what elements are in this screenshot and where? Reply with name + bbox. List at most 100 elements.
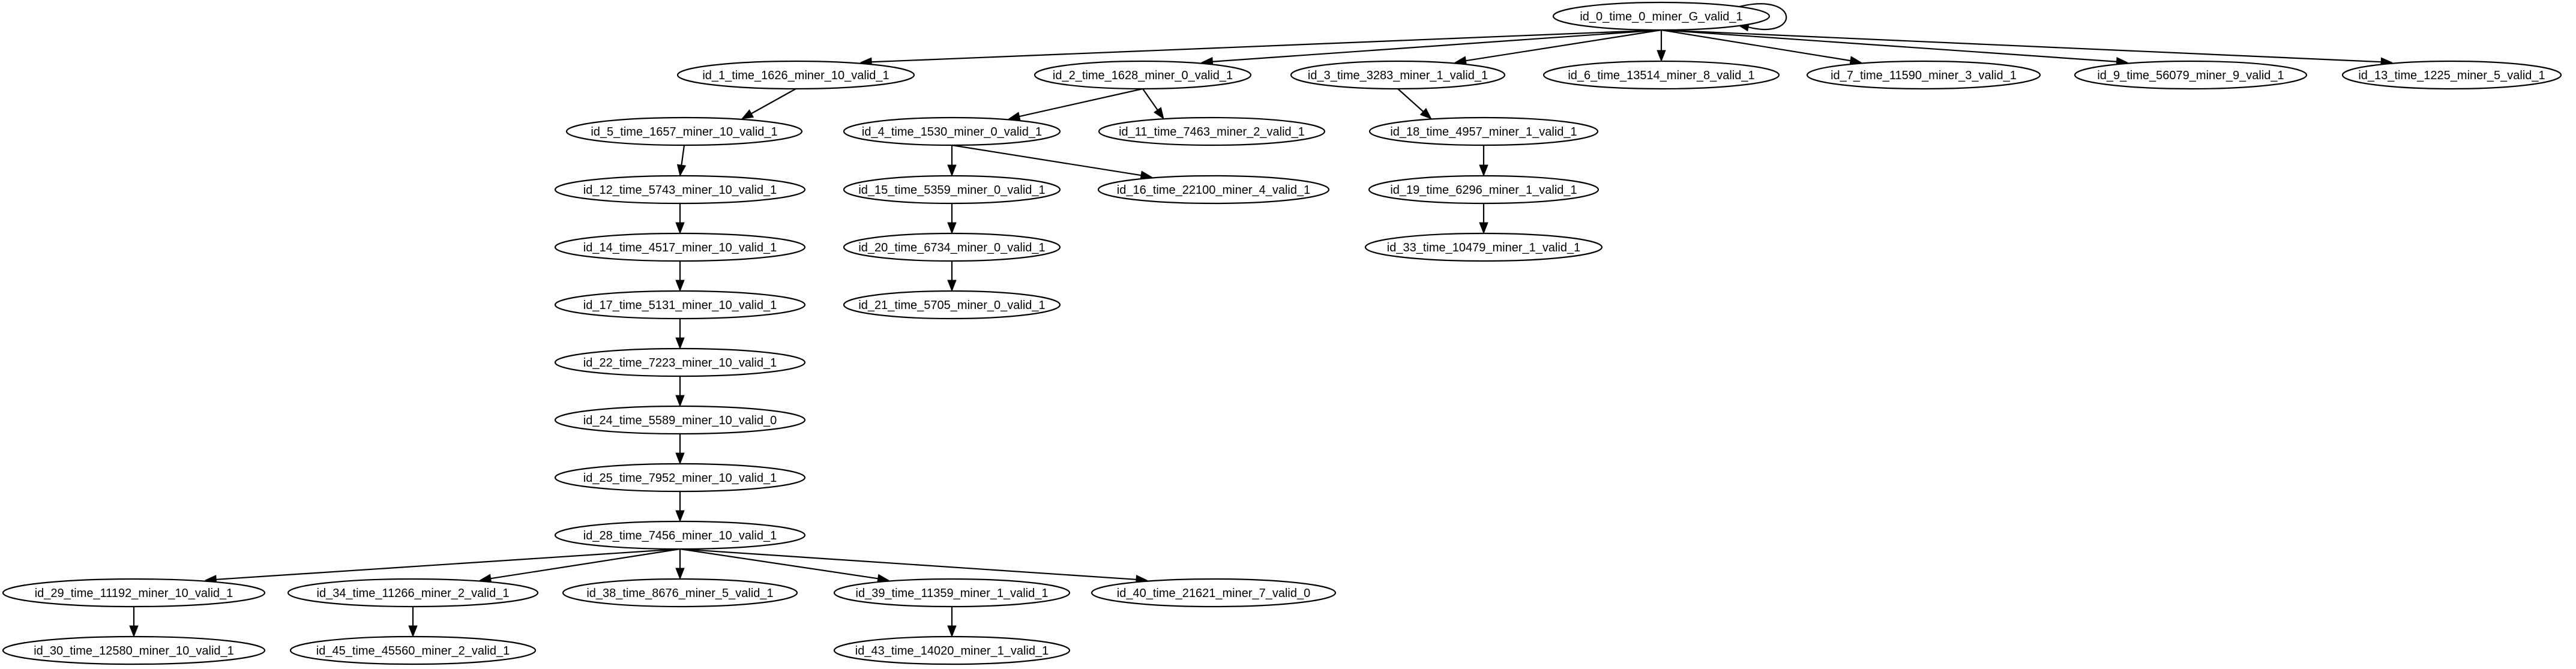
edge-n2-n11	[1142, 88, 1164, 120]
node-ellipse	[1091, 578, 1337, 608]
arrowhead	[1479, 164, 1488, 177]
arrowhead	[408, 625, 418, 638]
arrowhead	[1479, 222, 1488, 235]
node-ellipse	[843, 290, 1061, 320]
arrowhead	[947, 625, 957, 638]
arrowhead	[675, 222, 685, 235]
node-ellipse	[1364, 232, 1603, 262]
node-label: id_18_time_4957_miner_1_valid_1	[1390, 125, 1577, 139]
edge-n28-n40	[679, 548, 1148, 584]
arrowhead	[675, 337, 685, 350]
node-label: id_11_time_7463_miner_2_valid_1	[1119, 125, 1305, 139]
edge-line	[1661, 29, 2382, 63]
node-ellipse	[2, 578, 266, 608]
node-ellipse	[562, 578, 798, 608]
node-n2: id_2_time_1628_miner_0_valid_1	[1034, 60, 1252, 90]
node-n9: id_9_time_56079_miner_9_valid_1	[2074, 60, 2308, 90]
node-label: id_21_time_5705_miner_0_valid_1	[858, 299, 1045, 312]
edge-n4-n15	[947, 145, 957, 177]
node-label: id_13_time_1225_miner_5_valid_1	[2358, 69, 2545, 82]
edge-line	[679, 548, 878, 580]
edge-n19-n33	[1479, 203, 1488, 235]
node-n15: id_15_time_5359_miner_0_valid_1	[843, 175, 1061, 205]
edge-n34-n45	[408, 607, 418, 638]
node-label: id_40_time_21621_miner_7_valid_0	[1117, 587, 1310, 600]
node-label: id_3_time_3283_miner_1_valid_1	[1308, 69, 1488, 82]
node-ellipse	[554, 232, 806, 262]
node-label: id_38_time_8676_miner_5_valid_1	[586, 587, 773, 600]
node-label: id_17_time_5131_miner_10_valid_1	[583, 299, 777, 312]
node-label: id_20_time_6734_miner_0_valid_1	[858, 241, 1045, 254]
edge-line	[1212, 29, 1662, 62]
node-n30: id_30_time_12580_miner_10_valid_1	[2, 635, 266, 665]
arrowhead	[1419, 107, 1432, 119]
edge-line	[1397, 88, 1424, 112]
node-n12: id_12_time_5743_miner_10_valid_1	[554, 175, 806, 205]
node-n7: id_7_time_11590_miner_3_valid_1	[1806, 60, 2041, 90]
node-n39: id_39_time_11359_miner_1_valid_1	[833, 578, 1071, 608]
node-n19: id_19_time_6296_miner_1_valid_1	[1368, 175, 1599, 205]
node-ellipse	[1552, 1, 1771, 31]
edge-line	[490, 548, 681, 580]
node-label: id_14_time_4517_miner_10_valid_1	[583, 241, 777, 254]
arrowhead	[741, 109, 754, 119]
edge-line	[1661, 29, 2117, 62]
edge-n28-n39	[679, 548, 889, 583]
node-label: id_15_time_5359_miner_0_valid_1	[858, 184, 1045, 197]
edge-n12-n14	[675, 203, 685, 235]
node-n22: id_22_time_7223_miner_10_valid_1	[554, 347, 806, 377]
node-ellipse	[1368, 175, 1599, 205]
node-ellipse	[1290, 60, 1506, 90]
edge-line	[216, 548, 681, 580]
arrowhead	[675, 510, 685, 523]
edge-line	[951, 144, 1142, 176]
node-n0: id_0_time_0_miner_G_valid_1	[1552, 1, 1771, 31]
node-ellipse	[843, 116, 1061, 146]
node-ellipse	[2074, 60, 2308, 90]
node-n13: id_13_time_1225_miner_5_valid_1	[2341, 60, 2562, 90]
node-label: id_45_time_45560_miner_2_valid_1	[316, 644, 510, 658]
edge-n28-n38	[675, 549, 685, 580]
node-n29: id_29_time_11192_miner_10_valid_1	[2, 578, 266, 608]
edge-line	[1142, 88, 1158, 110]
node-ellipse	[554, 520, 806, 550]
edge-n0-n1	[859, 29, 1662, 67]
edge-n2-n4	[1008, 88, 1143, 121]
node-label: id_4_time_1530_miner_0_valid_1	[862, 125, 1042, 139]
edge-line	[1019, 88, 1143, 118]
arrowhead	[947, 164, 957, 177]
node-ellipse	[1097, 175, 1330, 205]
edge-n5-n12	[676, 145, 687, 177]
edge-n4-n16	[951, 144, 1153, 180]
node-ellipse	[2341, 60, 2562, 90]
node-label: id_33_time_10479_miner_1_valid_1	[1387, 241, 1580, 254]
edge-n28-n34	[479, 548, 681, 583]
edge-n24-n25	[675, 434, 685, 465]
edge-line	[679, 548, 1137, 580]
edge-n0-n2	[1200, 29, 1662, 67]
node-label: id_7_time_11590_miner_3_valid_1	[1831, 69, 2017, 82]
node-label: id_39_time_11359_miner_1_valid_1	[856, 587, 1049, 600]
node-n24: id_24_time_5589_miner_10_valid_0	[554, 405, 806, 435]
edge-n39-n43	[947, 607, 957, 638]
edge-n14-n17	[675, 261, 685, 292]
arrowhead	[129, 625, 139, 638]
edge-line	[751, 88, 796, 115]
node-n1: id_1_time_1626_miner_10_valid_1	[676, 60, 915, 90]
node-ellipse	[1034, 60, 1252, 90]
edge-line	[1739, 3, 1787, 31]
node-label: id_29_time_11192_miner_10_valid_1	[35, 587, 233, 600]
edge-n20-n21	[947, 261, 957, 292]
node-n5: id_5_time_1657_miner_10_valid_1	[565, 116, 803, 146]
arrowhead	[675, 452, 685, 465]
node-ellipse	[1098, 116, 1326, 146]
node-n20: id_20_time_6734_miner_0_valid_1	[843, 232, 1061, 262]
edge-line	[871, 29, 1662, 63]
node-n45: id_45_time_45560_miner_2_valid_1	[289, 635, 537, 665]
edge-n0-n7	[1661, 29, 1862, 65]
node-ellipse	[554, 463, 806, 493]
node-ellipse	[565, 116, 803, 146]
edge-n29-n30	[129, 607, 139, 638]
node-n28: id_28_time_7456_miner_10_valid_1	[554, 520, 806, 550]
